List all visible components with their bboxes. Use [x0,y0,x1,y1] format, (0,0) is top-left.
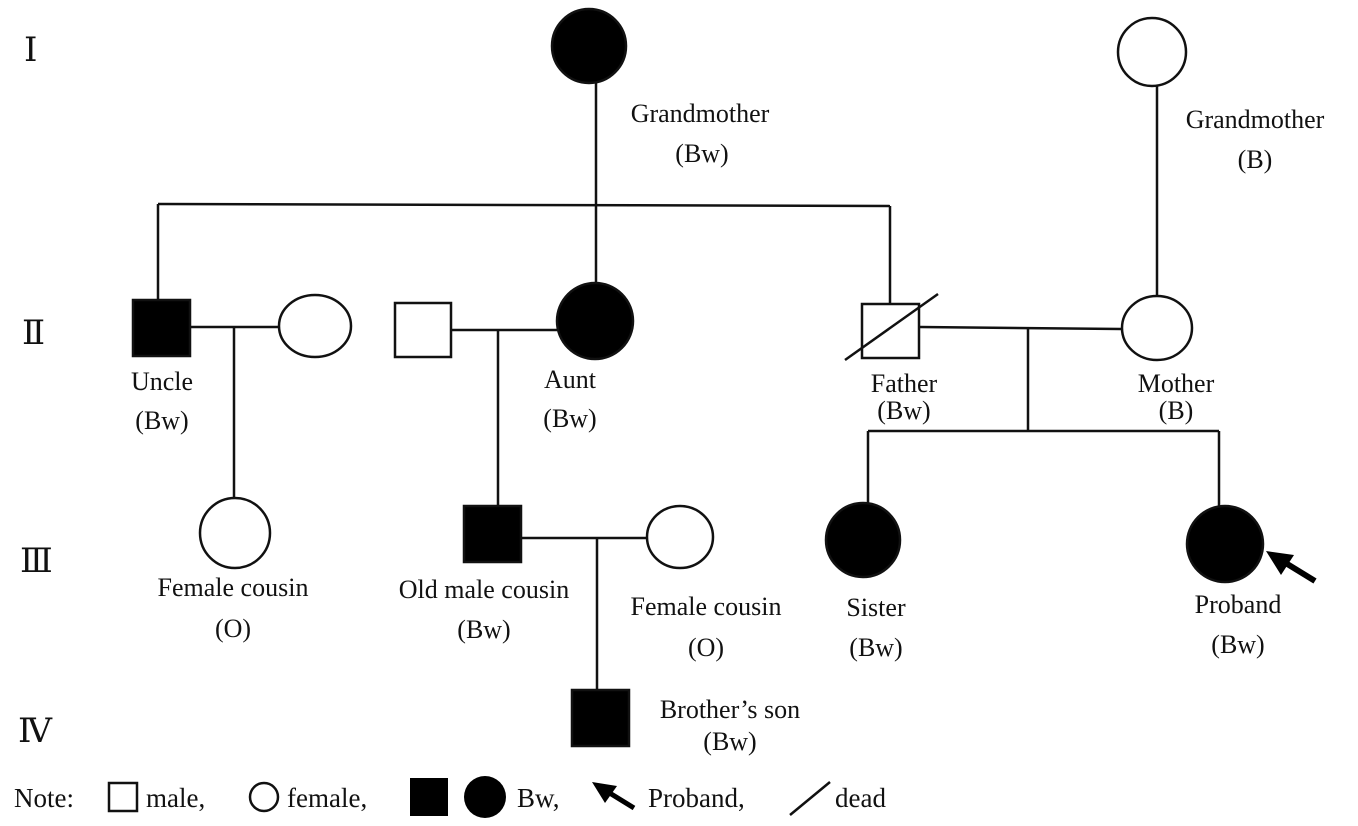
generation-3-label: Ⅲ [20,543,53,580]
legend-female-label: female, [287,783,367,813]
brothers-son-type: (Bw) [703,727,756,756]
legend: Note: male, female, Bw, Proband, dead [14,776,886,818]
uncle-name: Uncle [131,367,193,396]
proband-symbol [1185,504,1265,584]
grandmother-maternal-type: (B) [1238,145,1273,174]
aunt-type: (Bw) [543,404,596,433]
grandmother-paternal-type: (Bw) [675,139,728,168]
aunt-name: Aunt [544,365,597,394]
grandmother-maternal-name: Grandmother [1186,105,1325,134]
uncle-wife-symbol [277,293,353,359]
legend-proband-label: Proband, [648,783,745,813]
generation-1-label: Ⅰ [24,32,37,69]
aunt-symbol [555,281,635,361]
parents-marriage-line [919,325,1122,331]
female-cousin-1-type: (O) [215,614,251,643]
female-cousin-2-type: (O) [688,633,724,662]
uncle-type: (Bw) [135,406,188,435]
female-cousin-1-name: Female cousin [158,573,309,602]
generation-2-label: Ⅱ [22,315,45,352]
sister-name: Sister [846,593,906,622]
legend-proband-arrow-icon [592,782,636,811]
uncle-symbol [131,298,192,358]
female-cousin-2-name: Female cousin [631,592,782,621]
legend-dead-slash-icon [789,781,831,816]
grandmother-paternal-name: Grandmother [631,99,770,128]
father-type: (Bw) [877,396,930,425]
legend-female-circle-icon [248,781,280,813]
proband-arrow-icon [1266,551,1317,584]
old-male-cousin-name: Old male cousin [399,575,569,604]
sibship-line-generation-2 [157,202,891,208]
proband-name: Proband [1195,590,1282,619]
old-male-cousin-symbol [462,504,523,564]
legend-dead-label: dead [835,783,886,813]
brothers-son-symbol [570,688,631,748]
legend-bw-label: Bw, [517,783,560,813]
mother-type: (B) [1159,396,1194,425]
brothers-son-name: Brother’s son [660,695,800,724]
legend-male-square-icon [107,781,139,813]
aunt-husband-symbol [393,301,453,359]
legend-affected-circle-icon [464,776,506,818]
mother-symbol [1120,294,1194,362]
old-male-cousin-type: (Bw) [457,615,510,644]
sister-symbol [824,501,902,579]
generation-4-label: Ⅳ [18,713,53,750]
legend-affected-square-icon [410,778,448,816]
mother-name: Mother [1138,369,1215,398]
pedigree-lines [156,82,1221,690]
deceased-slash-icon [844,292,939,362]
father-name: Father [871,369,938,398]
female-cousin-2-symbol [645,504,715,570]
legend-prefix: Note: [14,783,74,813]
legend-male-label: male, [146,783,205,813]
female-cousin-1-symbol [198,496,272,570]
sister-type: (Bw) [849,633,902,662]
grandmother-maternal-symbol [1116,16,1188,88]
proband-type: (Bw) [1211,630,1264,659]
grandmother-paternal-symbol [550,7,628,85]
